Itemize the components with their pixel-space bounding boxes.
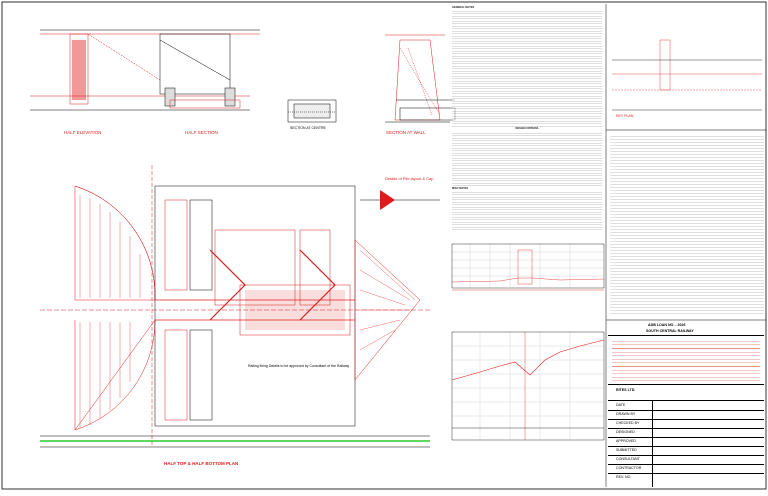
design-text-lines — [452, 130, 602, 187]
title-block: ADB LOAN NO. - 2026 SOUTH CENTRAL RAILWA… — [608, 322, 764, 487]
misc-text-lines — [452, 190, 602, 231]
project-name: ADB LOAN NO. - 2026 — [648, 323, 686, 327]
wall-section-title: SECTION AT WALL — [386, 130, 426, 135]
half-section-title: HALF SECTION — [185, 130, 218, 135]
company-name: RITES LTD. — [616, 388, 636, 392]
key-plan-title: KEY PLAN — [616, 114, 634, 118]
tb-row-label: SUBMITTED — [616, 448, 637, 452]
tb-row-label: CONSULTANT — [616, 457, 640, 461]
right-detail-drawing — [612, 39, 762, 111]
tb-row-label: REV. NO. — [616, 475, 632, 479]
tb-row-label: DATE — [616, 403, 626, 407]
tb-row-label: DRAWN BY — [616, 412, 636, 416]
half-elevation-drawing — [30, 29, 260, 111]
general-notes: GENERAL NOTES DESIGN CRITERIA MISC NOTES — [452, 6, 602, 238]
plan-drawing — [40, 165, 440, 448]
title-description-lines — [612, 338, 760, 382]
plan-callout: Railing fixing Details to be approved by… — [248, 364, 350, 368]
misc-notes-heading: MISC NOTES — [452, 186, 469, 190]
notes-text-lines — [452, 9, 602, 128]
plan-title: HALF TOP & HALF BOTTOM PLAN — [164, 461, 239, 466]
half-elevation-title: HALF ELEVATION — [64, 130, 102, 135]
tb-row-label: CONTRACTOR — [616, 466, 642, 470]
wall-section-drawing — [385, 34, 456, 123]
client-name: SOUTH CENTRAL RAILWAY — [646, 329, 694, 333]
tb-row-label: CHECKED BY — [616, 421, 640, 425]
profile-chart-top — [451, 243, 605, 291]
design-criteria-heading: DESIGN CRITERIA — [515, 127, 539, 131]
small-section-title: SECTION AT CENTRE — [290, 126, 326, 130]
right-notes-text — [610, 134, 764, 314]
plan-note: Details of Pile layout & Cap — [385, 176, 434, 181]
small-section-drawing — [287, 99, 337, 123]
notes-heading: GENERAL NOTES — [452, 6, 475, 9]
tb-row-label: APPROVED — [616, 439, 636, 443]
tb-row-label: DESIGNED — [616, 430, 635, 434]
profile-chart-bottom — [451, 331, 605, 441]
